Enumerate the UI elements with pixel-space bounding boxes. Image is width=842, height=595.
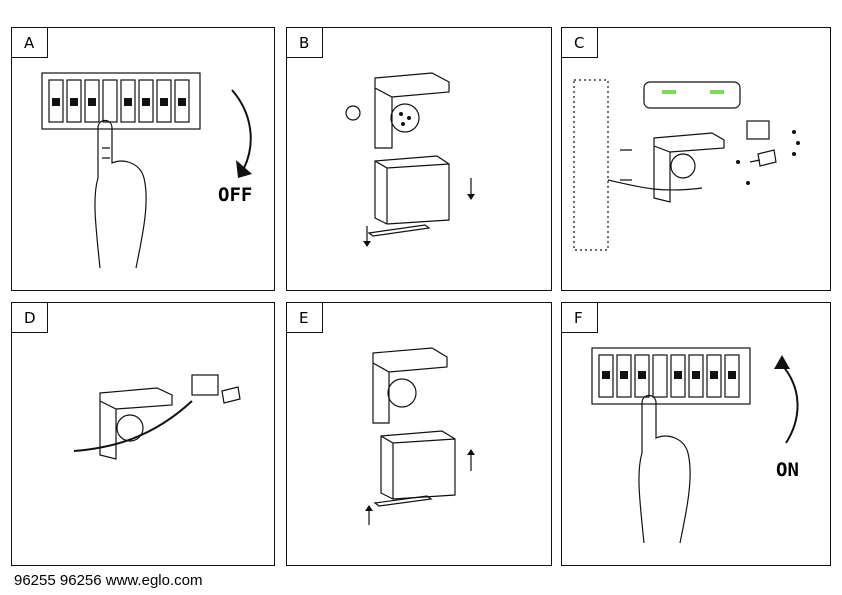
- arrow-head-icon: [236, 160, 252, 178]
- seal-ring: [221, 386, 241, 404]
- cover-refit-illustration: [365, 347, 475, 525]
- off-label: OFF: [218, 184, 253, 206]
- cable: [607, 179, 703, 191]
- connection-illustration: [73, 374, 241, 460]
- wall-light-top: [372, 347, 448, 424]
- cover-shell: [374, 155, 450, 225]
- terminal-detail: [643, 81, 741, 109]
- rotate-arrow: [231, 89, 252, 169]
- panel-e: E: [286, 302, 552, 566]
- on-label: ON: [776, 459, 799, 481]
- wall-light-top: [374, 72, 450, 149]
- breaker-panel: [591, 347, 751, 405]
- connector-block: [191, 374, 219, 396]
- hand-icon: [638, 394, 691, 544]
- wall-light-mount: [653, 132, 725, 203]
- wall: [573, 79, 609, 251]
- panel-b: B: [286, 27, 552, 291]
- breaker-panel: [41, 72, 201, 130]
- panel-d-label: D: [12, 303, 48, 333]
- panel-a-label: A: [12, 28, 48, 58]
- connector-block: [746, 120, 770, 140]
- breaker-on-illustration: [591, 347, 799, 544]
- panel-c: C: [561, 27, 831, 291]
- panel-f-label: F: [562, 303, 598, 333]
- breaker-off-illustration: [41, 72, 252, 269]
- footer-text: 96255 96256 www.eglo.com: [14, 572, 203, 589]
- breaker-switches: [598, 354, 740, 398]
- cable: [73, 400, 193, 452]
- seal-ring: [757, 149, 777, 167]
- hand-icon: [94, 119, 147, 269]
- rotate-arrow: [781, 364, 799, 444]
- arrow-head-icon: [774, 355, 790, 369]
- cover-shell: [380, 430, 456, 500]
- breaker-switches: [48, 79, 190, 123]
- cover-removal-illustration: [345, 72, 475, 247]
- panel-f: F ON: [561, 302, 831, 566]
- socket-icon: [390, 103, 420, 133]
- panel-c-label: C: [562, 28, 598, 58]
- panel-d: D: [11, 302, 275, 566]
- panel-a: A OFF: [11, 27, 275, 291]
- panel-e-label: E: [287, 303, 323, 333]
- wiring-illustration: [573, 79, 800, 251]
- panel-b-label: B: [287, 28, 323, 58]
- screw-icon: [345, 105, 361, 121]
- wall-light-mount: [99, 387, 173, 460]
